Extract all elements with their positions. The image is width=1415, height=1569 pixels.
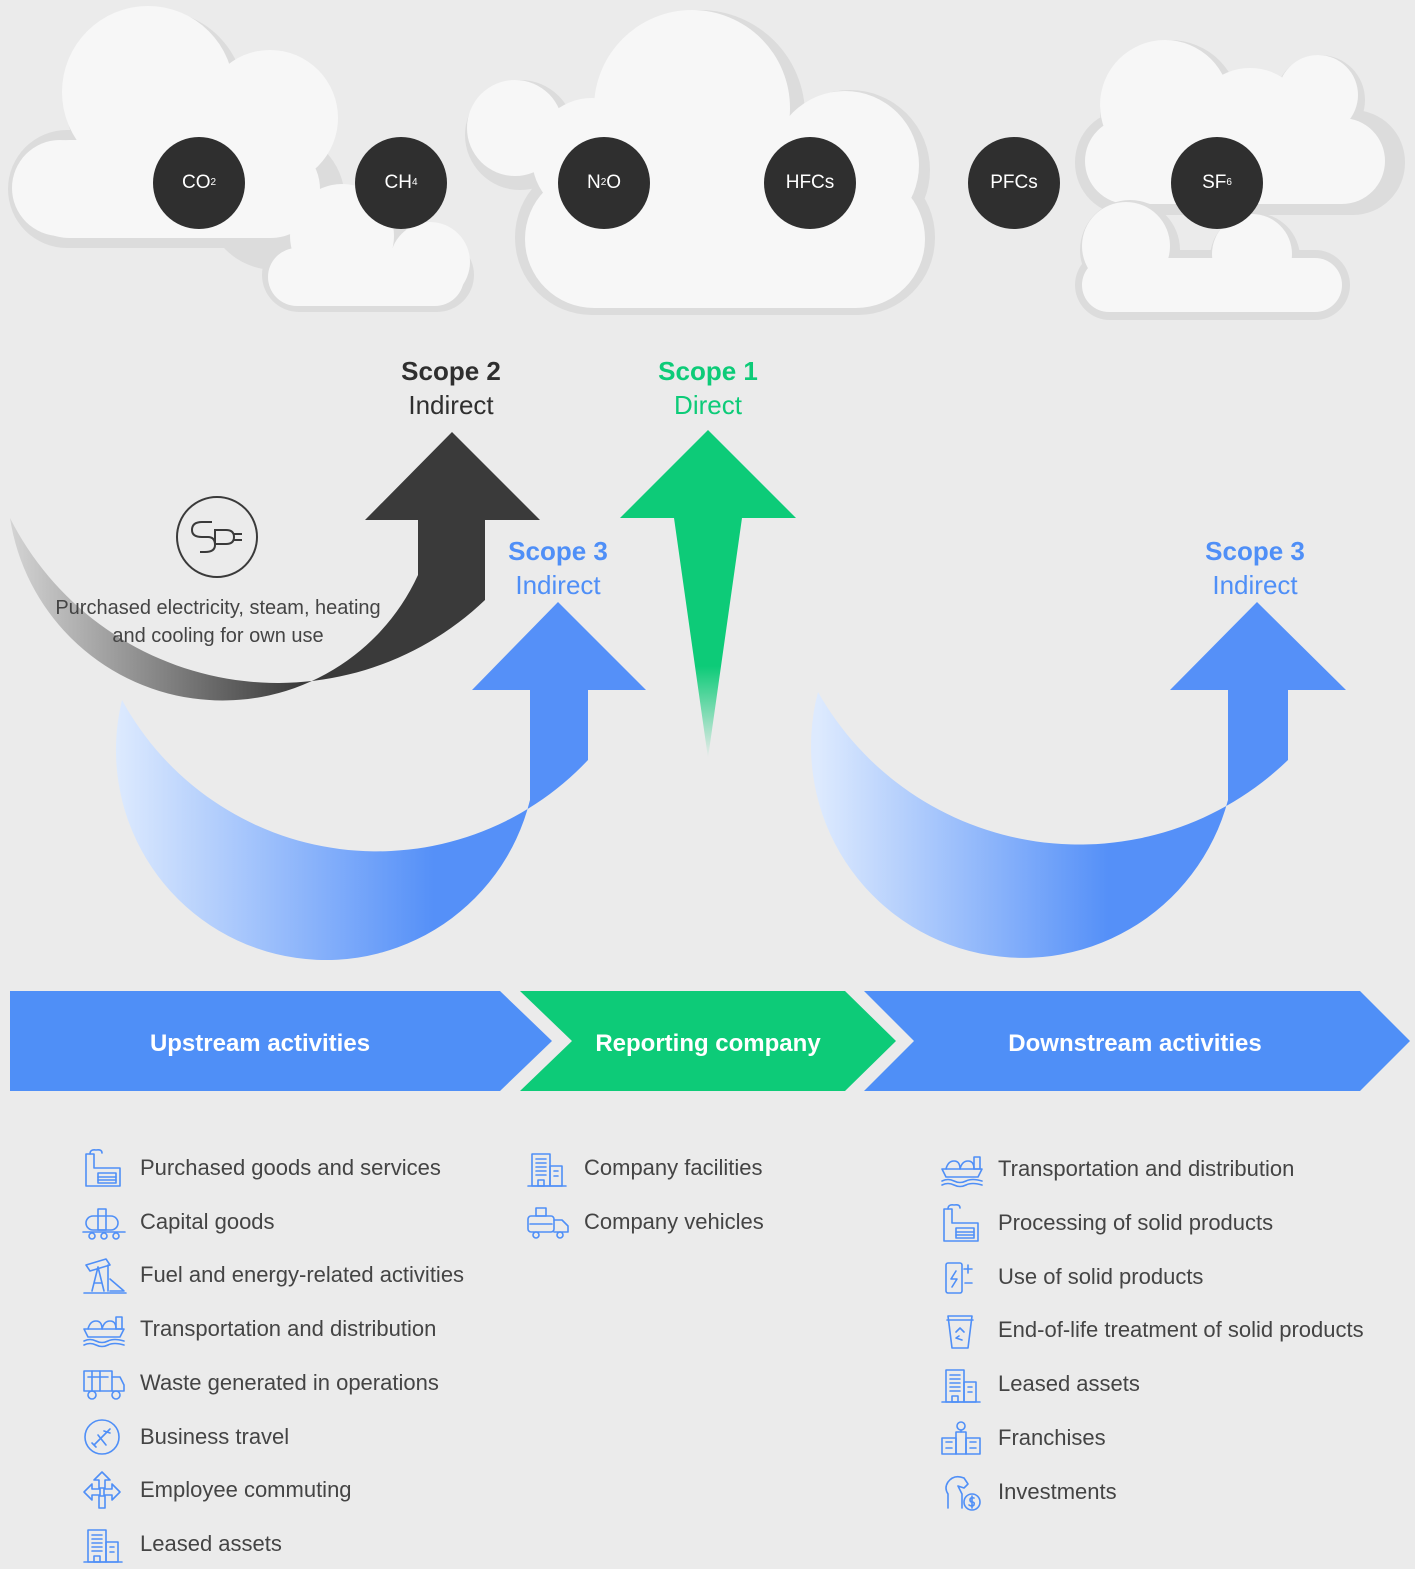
gas-pfcs: PFCs xyxy=(968,137,1060,229)
downstream-item-label: Transportation and distribution xyxy=(998,1156,1295,1181)
electric-plug-icon xyxy=(176,496,258,578)
upstream-item-label: Fuel and energy-related activities xyxy=(140,1262,465,1288)
downstream-item-label: End-of-life treatment of solid products xyxy=(998,1317,1364,1343)
delivery-truck-icon xyxy=(524,1202,572,1242)
upstream-item-label: Transportation and distribution xyxy=(140,1316,437,1342)
reporting-item-label: Company vehicles xyxy=(584,1209,764,1234)
downstream-item-label: Leased assets xyxy=(998,1371,1140,1397)
cargo-ship-icon xyxy=(938,1149,986,1189)
downstream-item-label: Franchises xyxy=(998,1425,1106,1450)
upstream-item: Employee commuting xyxy=(80,1470,352,1510)
oil-pump-icon xyxy=(80,1255,128,1295)
reporting-company-label: Reporting company xyxy=(595,1030,821,1057)
upstream-item-label: Business travel xyxy=(140,1423,290,1449)
value-chain-band xyxy=(10,991,1410,1091)
factory-icon xyxy=(938,1203,986,1243)
investment-icon xyxy=(938,1472,986,1512)
cloud-center xyxy=(465,10,935,315)
cloud-right xyxy=(1075,40,1405,320)
upstream-item: Waste generated in operations xyxy=(80,1363,439,1403)
airplane-icon xyxy=(80,1417,128,1457)
downstream-item: Transportation and distribution xyxy=(938,1149,1294,1189)
upstream-item: Fuel and energy-related activities xyxy=(80,1255,464,1295)
upstream-item-label: Waste generated in operations xyxy=(140,1369,439,1395)
garbage-truck-icon xyxy=(80,1363,128,1403)
downstream-item: Franchises xyxy=(938,1418,1106,1458)
upstream-item: Transportation and distribution xyxy=(80,1309,436,1349)
downstream-item: Use of solid products xyxy=(938,1257,1203,1297)
upstream-band xyxy=(10,991,552,1091)
scope3-downstream-arrow xyxy=(811,602,1346,958)
scope1-arrow xyxy=(620,430,796,758)
recycle-bin-icon xyxy=(938,1310,986,1350)
downstream-item: Investments xyxy=(938,1472,1117,1512)
scope2-arrow xyxy=(10,432,540,701)
downstream-item: End-of-life treatment of solid products xyxy=(938,1310,1364,1350)
gas-hfcs: HFCs xyxy=(764,137,856,229)
reporting-item: Company facilities xyxy=(524,1148,763,1188)
reporting-item: Company vehicles xyxy=(524,1202,764,1242)
scope2-label: Scope 2 Indirect xyxy=(401,356,501,420)
scope3-downstream-label: Scope 3 Indirect xyxy=(1205,536,1305,600)
reporting-band xyxy=(520,991,896,1091)
factory-icon xyxy=(80,1148,128,1188)
scope3-upstream-arrow xyxy=(115,602,646,961)
scope1-label: Scope 1 Direct xyxy=(658,356,758,420)
scope3-upstream-label: Scope 3 Indirect xyxy=(508,536,608,600)
road-arrows-icon xyxy=(80,1470,128,1510)
downstream-item-label: Investments xyxy=(998,1478,1117,1504)
electricity-label: Purchased electricity, steam, heating an… xyxy=(55,597,381,647)
downstream-activities-label: Downstream activities xyxy=(1008,1030,1262,1057)
office-building-icon xyxy=(938,1364,986,1404)
downstream-item: Leased assets xyxy=(938,1364,1140,1404)
downstream-item-label: Processing of solid products xyxy=(998,1209,1274,1235)
office-building-icon xyxy=(524,1148,572,1188)
battery-icon xyxy=(938,1257,986,1297)
upstream-item: Capital goods xyxy=(80,1202,275,1242)
upstream-item-label: Purchased goods and services xyxy=(140,1155,441,1180)
upstream-item: Business travel xyxy=(80,1417,289,1457)
cargo-ship-icon xyxy=(80,1309,128,1349)
upstream-item: Purchased goods and services xyxy=(80,1148,441,1188)
downstream-item-label: Use of solid products xyxy=(998,1263,1204,1289)
upstream-item-label: Employee commuting xyxy=(140,1477,352,1503)
upstream-item-label: Capital goods xyxy=(140,1208,275,1234)
tanker-truck-icon xyxy=(80,1202,128,1242)
upstream-activities-label: Upstream activities xyxy=(149,1030,371,1057)
downstream-band xyxy=(864,991,1410,1091)
reporting-item-label: Company facilities xyxy=(584,1155,763,1180)
downstream-item: Processing of solid products xyxy=(938,1203,1273,1243)
franchise-stores-icon xyxy=(938,1418,986,1458)
upstream-item-label: Leased assets xyxy=(140,1530,282,1556)
